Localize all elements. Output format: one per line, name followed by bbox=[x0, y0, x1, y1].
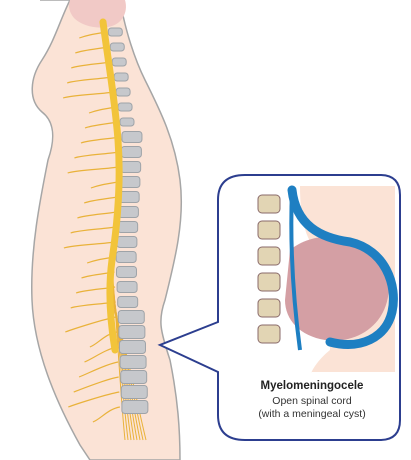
inset-vertebra bbox=[258, 299, 280, 317]
vertebra bbox=[120, 177, 140, 188]
inset-vertebra bbox=[258, 273, 280, 291]
inset-vertebra bbox=[258, 325, 280, 343]
vertebra bbox=[119, 341, 145, 354]
vertebra bbox=[120, 118, 134, 126]
vertebra bbox=[108, 28, 122, 36]
vertebra bbox=[116, 88, 130, 96]
callout-subtitle-line2: (with a meningeal cyst) bbox=[222, 408, 402, 420]
vertebra bbox=[118, 311, 144, 324]
callout-title: Myelomeningocele bbox=[222, 380, 402, 392]
vertebra bbox=[118, 103, 132, 111]
vertebra bbox=[118, 207, 138, 218]
inset-vertebra bbox=[258, 221, 280, 239]
vertebra bbox=[121, 371, 147, 384]
callout-subtitle-line1: Open spinal cord bbox=[222, 395, 402, 407]
inset-vertebra bbox=[258, 247, 280, 265]
inset-vertebra bbox=[258, 195, 280, 213]
vertebra bbox=[114, 73, 128, 81]
vertebra bbox=[118, 297, 138, 308]
vertebra bbox=[118, 222, 138, 233]
vertebra bbox=[121, 147, 141, 158]
vertebra bbox=[119, 326, 145, 339]
vertebra bbox=[117, 237, 137, 248]
vertebra bbox=[110, 43, 124, 51]
vertebra bbox=[116, 267, 136, 278]
vertebra bbox=[116, 252, 136, 263]
vertebra bbox=[120, 356, 146, 369]
vertebra bbox=[122, 401, 148, 414]
vertebra bbox=[112, 58, 126, 66]
vertebra bbox=[121, 162, 141, 173]
vertebra bbox=[121, 386, 147, 399]
vertebra bbox=[122, 132, 142, 143]
vertebra bbox=[117, 282, 137, 293]
